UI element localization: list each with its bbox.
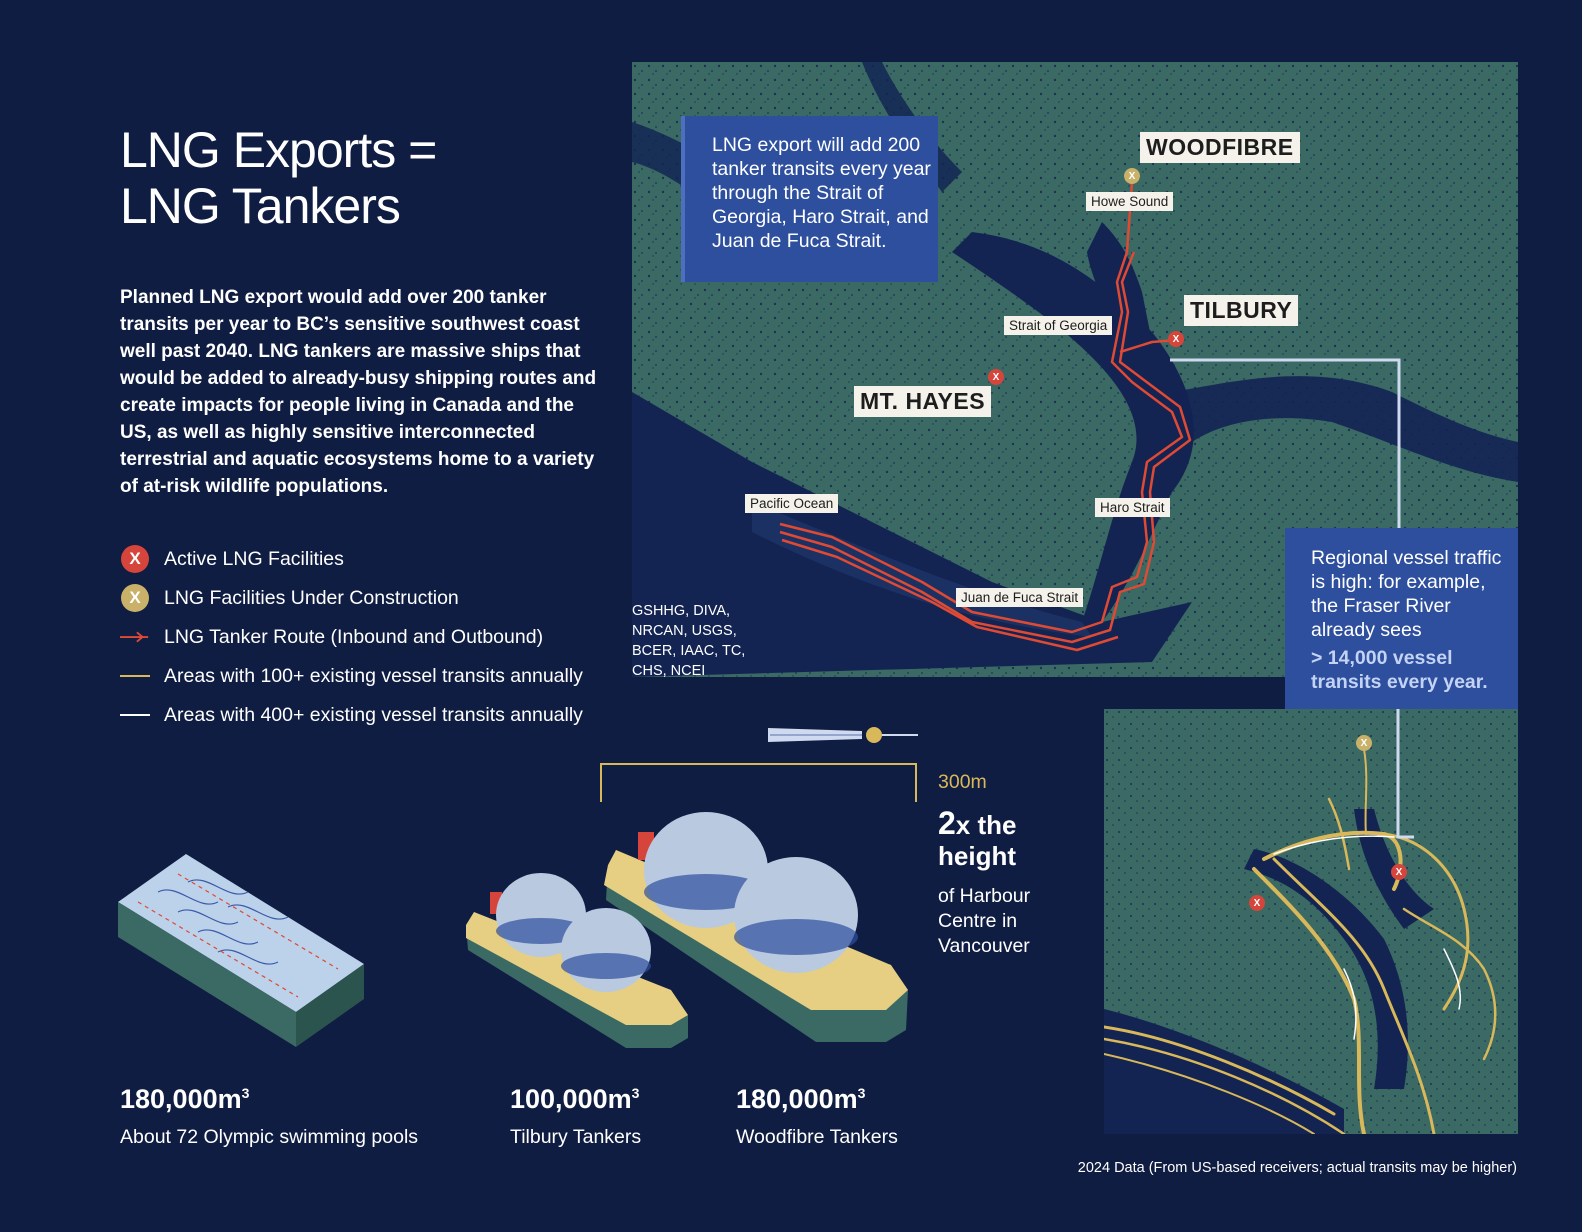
label-woodfibre: WOODFIBRE	[1140, 132, 1300, 163]
title-line-1: LNG Exports =	[120, 122, 437, 178]
stat-tilbury-value: 100,000m3	[510, 1084, 640, 1114]
traffic-map: X X X	[1104, 709, 1518, 1134]
tilbury-tanker-icon	[466, 873, 688, 1048]
legend-areas-100: Areas with 100+ existing vessel transits…	[120, 661, 583, 691]
height-comparison: 2x the height	[938, 805, 1068, 872]
label-pacific-ocean: Pacific Ocean	[745, 494, 839, 513]
legend-construction: X LNG Facilities Under Construction	[120, 583, 459, 613]
tanker-length: 300m	[938, 771, 987, 793]
traffic-footnote: 2024 Data (From US-based receivers; actu…	[1077, 1160, 1517, 1176]
stat-tilbury-label: Tilbury Tankers	[510, 1126, 642, 1148]
construction-facility-icon: X	[120, 583, 150, 613]
height-multiplier: 2	[938, 805, 956, 841]
legend-active-label: Active LNG Facilities	[164, 547, 344, 570]
stat-woodfibre-label: Woodfibre Tankers	[736, 1126, 898, 1148]
export-callout: LNG export will add 200 tanker transits …	[681, 116, 938, 282]
intro-paragraph: Planned LNG export would add over 200 ta…	[120, 287, 597, 497]
traffic-callout: Regional vessel traffic is high: for exa…	[1285, 528, 1518, 711]
tilbury-traffic-marker-icon: X	[1391, 864, 1407, 880]
height-word: height	[938, 841, 1016, 871]
length-bracket	[600, 763, 917, 802]
woodfibre-marker-icon: X	[1124, 168, 1140, 184]
traffic-callout-strong: > 14,000 vessel transits every year.	[1311, 647, 1488, 693]
stat-pools-label: About 72 Olympic swimming pools	[120, 1126, 419, 1148]
harbour-centre-icon	[768, 727, 918, 743]
traffic-callout-text: Regional vessel traffic is high: for exa…	[1311, 547, 1502, 641]
legend-route-label: LNG Tanker Route (Inbound and Outbound)	[164, 625, 544, 648]
label-tilbury: TILBURY	[1184, 295, 1299, 326]
lng-tankers-illustration	[466, 812, 908, 1048]
label-haro-strait: Haro Strait	[1095, 498, 1170, 517]
legend-active: X Active LNG Facilities	[120, 544, 344, 574]
woodfibre-tanker-icon	[604, 812, 908, 1042]
vessel-traffic-high	[1273, 835, 1462, 1040]
woodfibre-traffic-marker-icon: X	[1356, 735, 1372, 751]
page-title: LNG Exports = LNG Tankers	[120, 122, 540, 234]
mt-hayes-traffic-marker-icon: X	[1249, 895, 1265, 911]
height-description: of Harbour Centre in Vancouver	[938, 885, 1031, 957]
white-line-icon	[120, 700, 150, 730]
label-strait-of-georgia: Strait of Georgia	[1004, 316, 1113, 335]
route-arrow-icon	[120, 622, 150, 652]
legend-route: LNG Tanker Route (Inbound and Outbound)	[120, 622, 543, 652]
active-facility-icon: X	[120, 544, 150, 574]
legend-areas-400-label: Areas with 400+ existing vessel transits…	[164, 703, 583, 726]
stat-woodfibre-value: 180,000m3	[736, 1084, 866, 1114]
label-juan-de-fuca: Juan de Fuca Strait	[956, 588, 1084, 607]
legend-areas-100-label: Areas with 100+ existing vessel transits…	[164, 664, 583, 687]
swimming-pool-volume-icon	[118, 854, 364, 1047]
legend-construction-label: LNG Facilities Under Construction	[164, 586, 459, 609]
label-mt-hayes: MT. HAYES	[854, 386, 992, 417]
stat-pools-value: 180,000m3	[120, 1084, 250, 1114]
label-howe-sound: Howe Sound	[1086, 192, 1174, 211]
tilbury-marker-icon: X	[1168, 331, 1184, 347]
map-credits: GSHHG, DIVA, NRCAN, USGS, BCER, IAAC, TC…	[632, 603, 746, 679]
title-line-2: LNG Tankers	[120, 178, 401, 234]
export-callout-text: LNG export will add 200 tanker transits …	[712, 134, 931, 252]
height-x-the: x the	[955, 810, 1017, 840]
legend-areas-400: Areas with 400+ existing vessel transits…	[120, 700, 583, 730]
traffic-map-graphic	[1104, 709, 1518, 1134]
mt-hayes-marker-icon: X	[988, 369, 1004, 385]
gold-line-icon	[120, 661, 150, 691]
lng-tanker-route	[779, 181, 1192, 652]
